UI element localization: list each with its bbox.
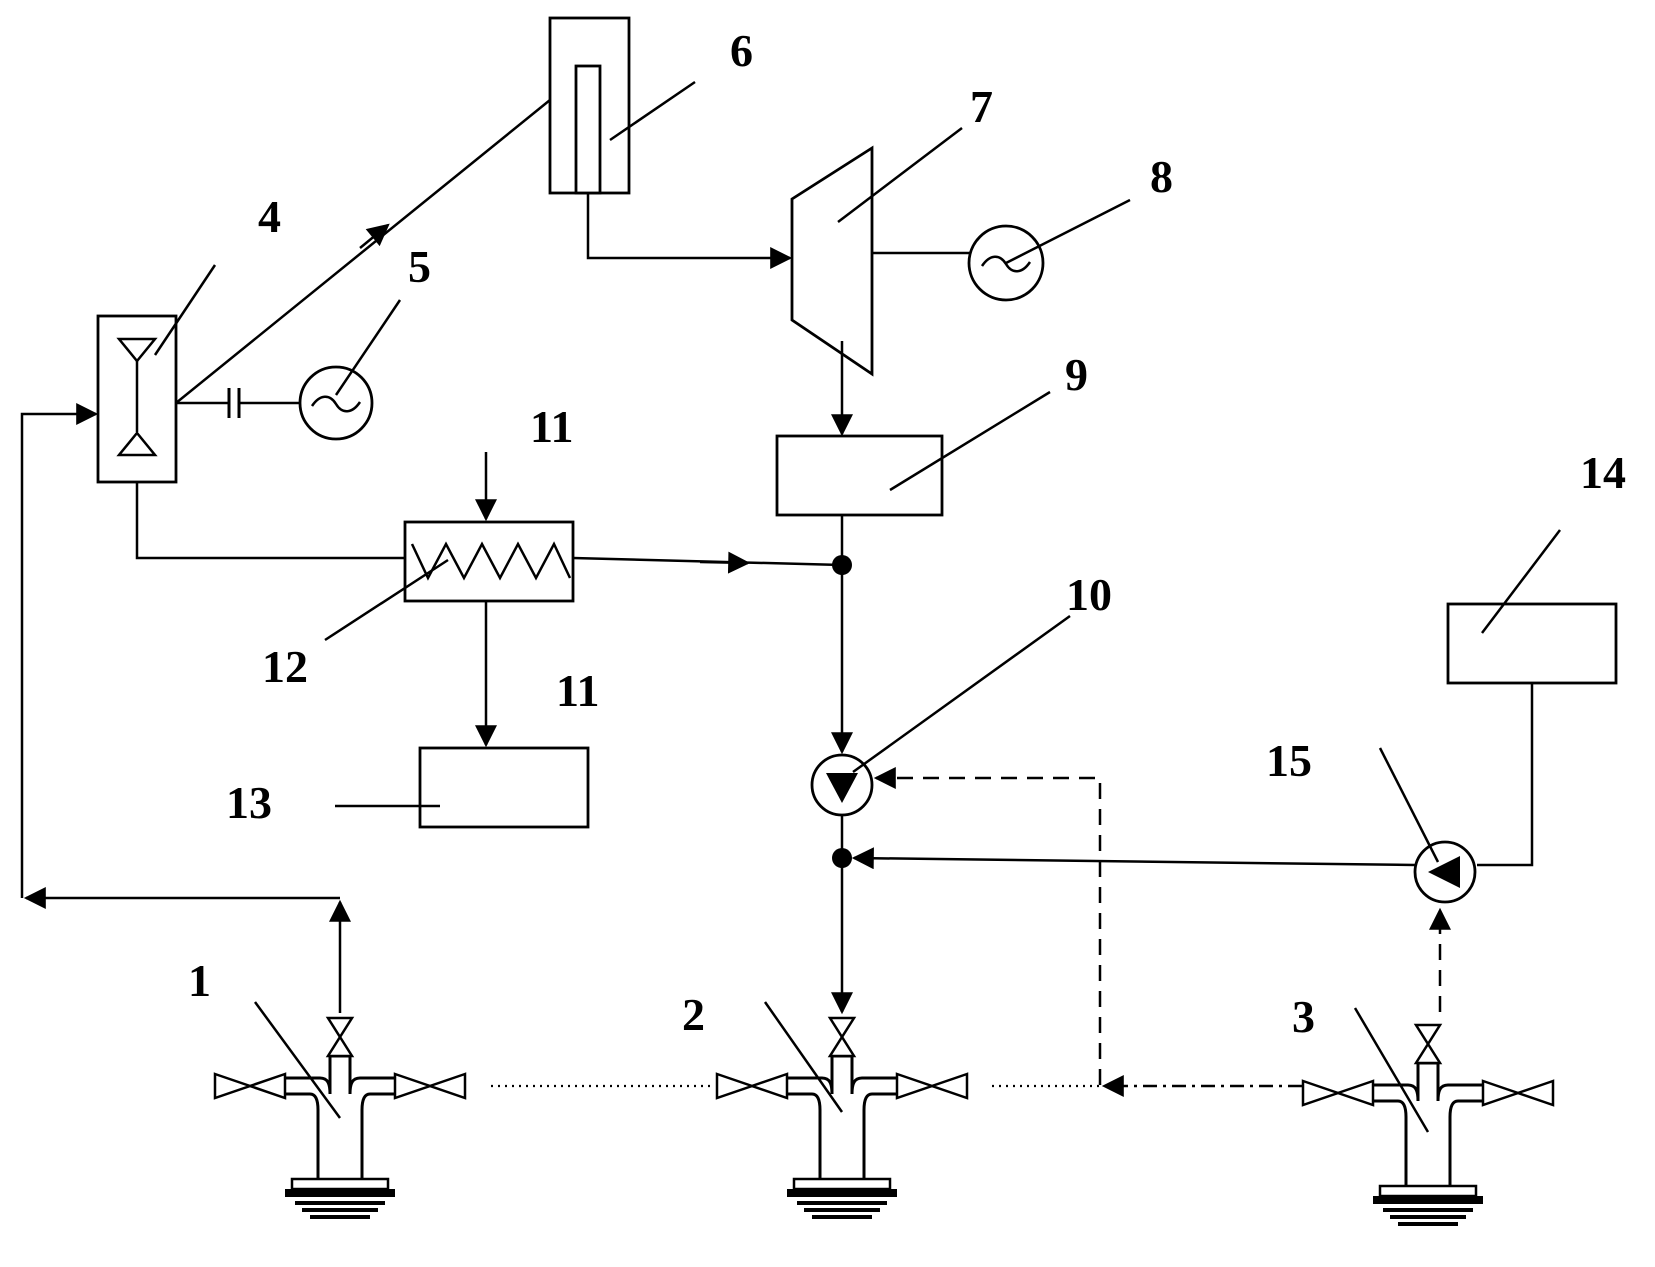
box-14 (1448, 604, 1616, 683)
label-1: 1 (188, 955, 211, 1006)
pipelines (22, 100, 1532, 1086)
label-8: 8 (1150, 151, 1173, 202)
box-13 (420, 748, 588, 827)
label-11-bottom: 11 (556, 665, 599, 716)
label-5: 5 (408, 241, 431, 292)
label-15: 15 (1266, 735, 1312, 786)
label-4: 4 (258, 191, 281, 242)
generator-8 (872, 226, 1043, 300)
label-14: 14 (1580, 447, 1626, 498)
label-13: 13 (226, 777, 272, 828)
pump-15 (1415, 842, 1475, 902)
label-11-top: 11 (530, 401, 573, 452)
label-6: 6 (730, 25, 753, 76)
turbine-7 (792, 148, 872, 374)
heat-exchanger-12 (405, 522, 573, 601)
tank-6 (550, 18, 629, 193)
box-9 (777, 436, 942, 515)
label-3: 3 (1292, 991, 1315, 1042)
label-9: 9 (1065, 349, 1088, 400)
label-2: 2 (682, 989, 705, 1040)
label-10: 10 (1066, 569, 1112, 620)
wellhead-3 (1303, 1025, 1553, 1224)
label-7: 7 (970, 81, 993, 132)
label-12: 12 (262, 641, 308, 692)
wellhead-2 (717, 1018, 967, 1217)
